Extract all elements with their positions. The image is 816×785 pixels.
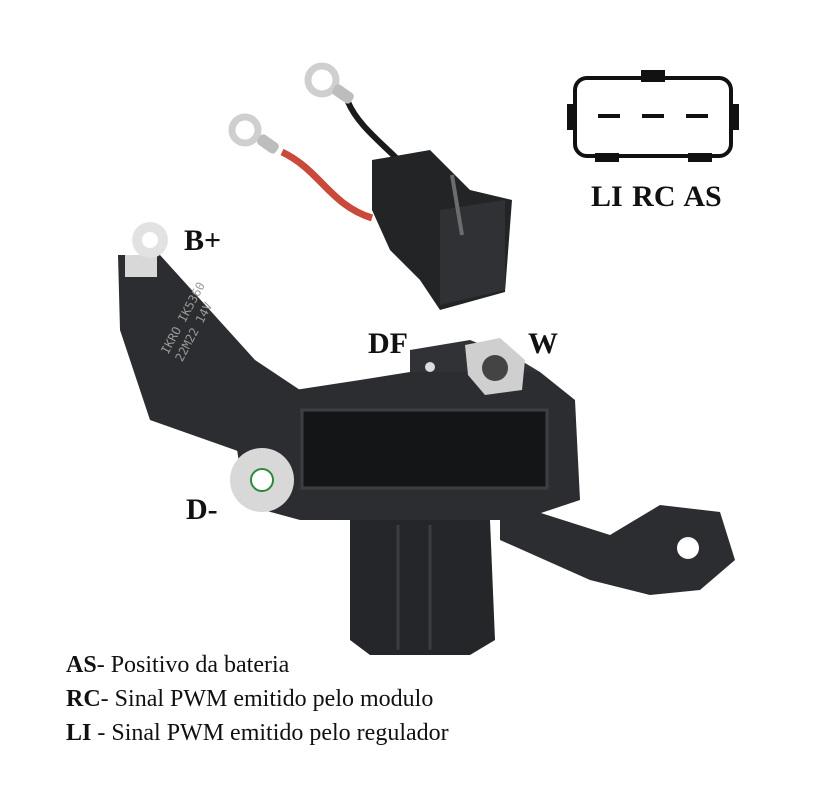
legend-code: LI [66, 720, 92, 746]
pin-legend: AS- Positivo da bateria RC- Sinal PWM em… [66, 648, 449, 750]
label-df: DF [368, 327, 408, 360]
legend-text: Sinal PWM emitido pelo modulo [114, 686, 434, 712]
legend-separator: - [91, 720, 112, 746]
regulator-body [118, 222, 735, 655]
ring-terminal-icon [304, 62, 340, 98]
legend-row-rc: RC- Sinal PWM emitido pelo modulo [66, 682, 449, 716]
legend-row-li: LI - Sinal PWM emitido pelo regulador [66, 716, 449, 750]
legend-code: RC [66, 686, 101, 712]
wire-harness [228, 62, 512, 310]
pinout-caption: LI RC AS [591, 180, 722, 213]
legend-text: Sinal PWM emitido pelo regulador [111, 720, 449, 746]
legend-code: AS [66, 652, 97, 678]
legend-row-as: AS- Positivo da bateria [66, 648, 449, 682]
legend-separator: - [96, 652, 111, 678]
label-b-plus: B+ [184, 224, 222, 257]
connector-pinout-diagram [567, 70, 739, 162]
label-d-minus: D- [186, 493, 218, 526]
label-w: W [528, 327, 558, 360]
ring-terminal-icon [228, 113, 262, 147]
legend-separator: - [100, 686, 115, 712]
legend-text: Positivo da bateria [110, 652, 290, 678]
